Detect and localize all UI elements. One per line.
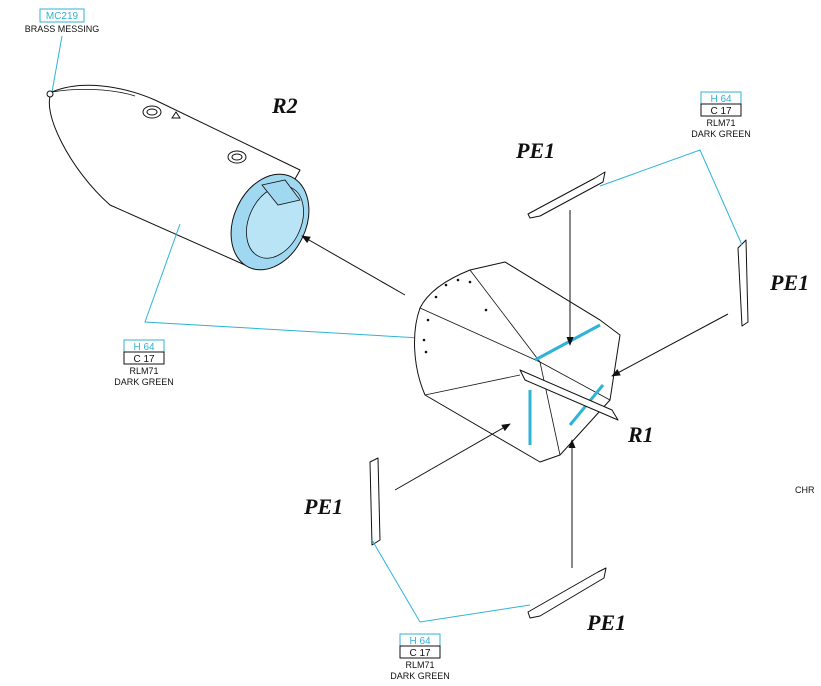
mc219-code-box: [39, 8, 85, 23]
part-pe1-bottom: [527, 567, 607, 619]
rlm-code: RLM71: [129, 366, 158, 376]
rlm-code: RLM71: [706, 118, 735, 128]
paint-name: DARK GREEN: [114, 377, 174, 387]
leader-mc219: [51, 35, 63, 93]
paint-callout-rlm71-bottom: H 64 C 17 RLM71 DARK GREEN: [390, 633, 450, 681]
edge-text: CHR: [795, 485, 815, 495]
paint-name: DARK GREEN: [390, 671, 450, 681]
part-pe1-left: [369, 457, 381, 546]
part-r2-body: [46, 84, 310, 271]
c-code-box: [123, 351, 165, 365]
c-code: C 17: [710, 106, 732, 117]
paint-callout-rlm71-left: H 64 C 17 RLM71 DARK GREEN: [114, 339, 174, 387]
h-code: H 64: [133, 342, 155, 353]
c-code: C 17: [133, 354, 155, 365]
paint-name: DARK GREEN: [691, 129, 751, 139]
label-pe1-right: PE1: [769, 270, 809, 295]
paint-callout-mc219: MC219 BRASS MESSING: [25, 8, 100, 34]
c-code: C 17: [409, 648, 431, 659]
label-r1: R1: [627, 422, 654, 447]
label-pe1-bottom: PE1: [586, 610, 626, 635]
part-pe1-right: [737, 239, 749, 327]
mc219-name: BRASS MESSING: [25, 24, 100, 34]
mc219-code: MC219: [46, 11, 79, 22]
arrow-r1-to-r2: [301, 235, 406, 296]
h-code: H 64: [409, 636, 431, 647]
part-pe1-top: [527, 171, 606, 219]
label-pe1-top: PE1: [515, 138, 555, 163]
leader-rlm71-bottom: [371, 539, 531, 623]
filler-cap-2: [227, 150, 247, 164]
arrow-pe1-left: [394, 423, 511, 491]
paint-callout-rlm71-top-right: H 64 C 17 RLM71 DARK GREEN: [691, 91, 751, 139]
leader-rlm71-top-right: [599, 149, 743, 246]
rlm-code: RLM71: [405, 660, 434, 670]
part-r1-tail: [414, 261, 621, 463]
arrow-pe1-right: [611, 313, 729, 377]
filler-cap-1: [142, 105, 162, 119]
label-r2: R2: [271, 93, 298, 118]
h-code: H 64: [710, 94, 732, 105]
nose-tip: [46, 90, 54, 98]
leader-rlm71-left: [144, 223, 421, 339]
label-pe1-left: PE1: [303, 494, 343, 519]
